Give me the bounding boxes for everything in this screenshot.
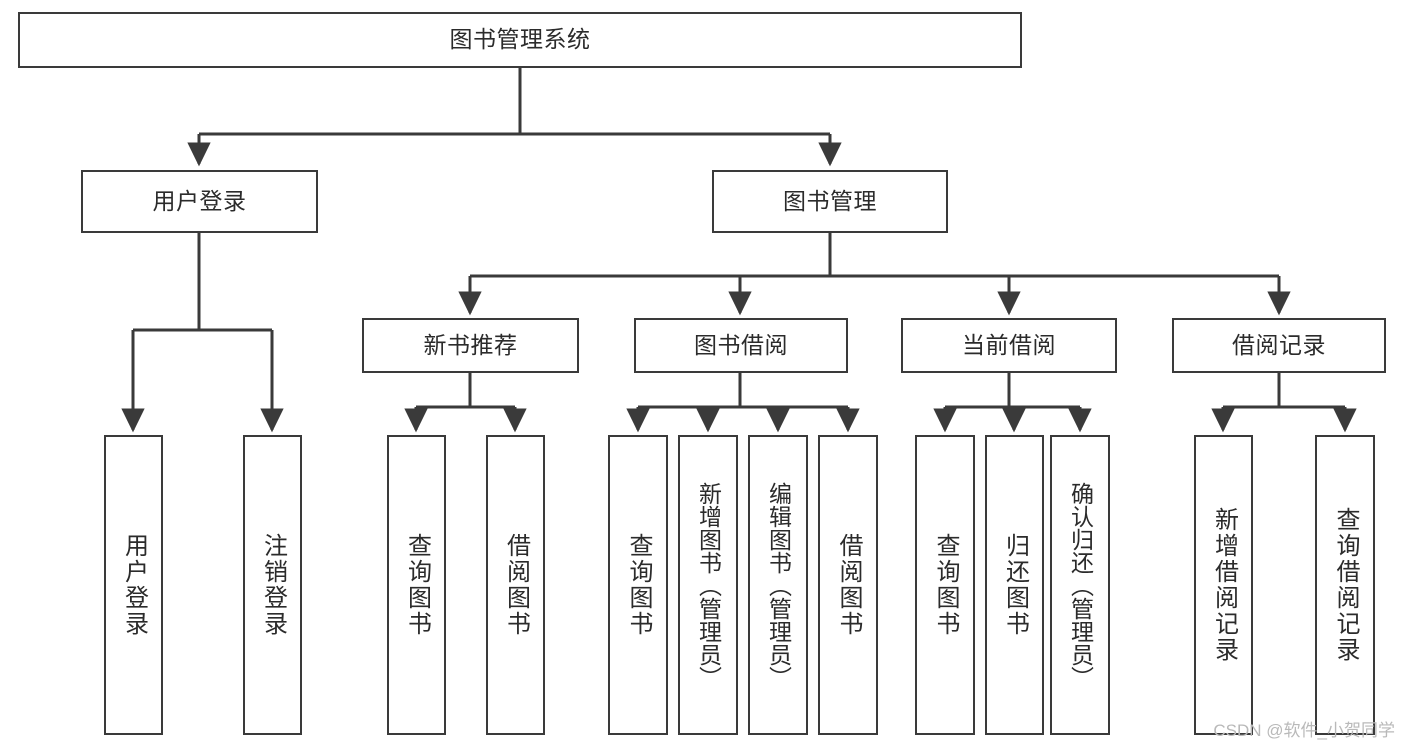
node-leaf-query-book-recommend[interactable]: 查询图书 (387, 435, 446, 735)
node-root[interactable]: 图书管理系统 (18, 12, 1022, 68)
node-leaf-query-book-current[interactable]: 查询图书 (915, 435, 975, 735)
node-borrow-record[interactable]: 借阅记录 (1172, 318, 1386, 373)
node-book-management-label: 图书管理 (783, 187, 877, 214)
node-leaf-return-book[interactable]: 归还图书 (985, 435, 1044, 735)
node-leaf-add-book-admin[interactable]: 新增图书（管理员） (678, 435, 738, 735)
node-user-login[interactable]: 用户登录 (81, 170, 318, 233)
node-leaf-user-login-label: 用户登录 (120, 533, 148, 637)
node-leaf-edit-book-admin[interactable]: 编辑图书（管理员） (748, 435, 808, 735)
node-book-borrow[interactable]: 图书借阅 (634, 318, 848, 373)
node-book-borrow-label: 图书借阅 (694, 331, 788, 358)
node-leaf-confirm-return-admin-label: 确认归还（管理员） (1067, 481, 1094, 689)
node-leaf-borrow-book[interactable]: 借阅图书 (818, 435, 878, 735)
node-leaf-user-login[interactable]: 用户登录 (104, 435, 163, 735)
node-leaf-add-borrow-record-label: 新增借阅记录 (1210, 507, 1238, 663)
node-leaf-borrow-book-label: 借阅图书 (835, 533, 862, 637)
node-leaf-add-book-admin-label: 新增图书（管理员） (695, 481, 722, 689)
node-leaf-return-book-label: 归还图书 (1001, 533, 1029, 637)
node-leaf-borrow-book-recommend-label: 借阅图书 (502, 533, 530, 637)
node-leaf-edit-book-admin-label: 编辑图书（管理员） (765, 481, 792, 689)
node-root-label: 图书管理系统 (449, 26, 591, 53)
node-leaf-query-book-borrow-label: 查询图书 (625, 533, 652, 637)
node-user-login-label: 用户登录 (152, 187, 247, 214)
node-new-book-recommend[interactable]: 新书推荐 (362, 318, 579, 373)
node-current-borrow-label: 当前借阅 (962, 331, 1056, 358)
node-book-management[interactable]: 图书管理 (712, 170, 948, 233)
node-leaf-confirm-return-admin[interactable]: 确认归还（管理员） (1050, 435, 1110, 735)
node-leaf-borrow-book-recommend[interactable]: 借阅图书 (486, 435, 545, 735)
node-leaf-query-book-current-label: 查询图书 (932, 533, 959, 637)
node-leaf-query-borrow-record-label: 查询借阅记录 (1332, 507, 1359, 663)
node-leaf-query-book-borrow[interactable]: 查询图书 (608, 435, 668, 735)
node-leaf-query-book-recommend-label: 查询图书 (403, 533, 431, 637)
node-current-borrow[interactable]: 当前借阅 (901, 318, 1117, 373)
node-leaf-logout-label: 注销登录 (259, 533, 287, 637)
node-leaf-add-borrow-record[interactable]: 新增借阅记录 (1194, 435, 1253, 735)
node-leaf-logout[interactable]: 注销登录 (243, 435, 302, 735)
node-leaf-query-borrow-record[interactable]: 查询借阅记录 (1315, 435, 1375, 735)
node-new-book-recommend-label: 新书推荐 (423, 331, 518, 358)
node-borrow-record-label: 借阅记录 (1232, 331, 1326, 358)
